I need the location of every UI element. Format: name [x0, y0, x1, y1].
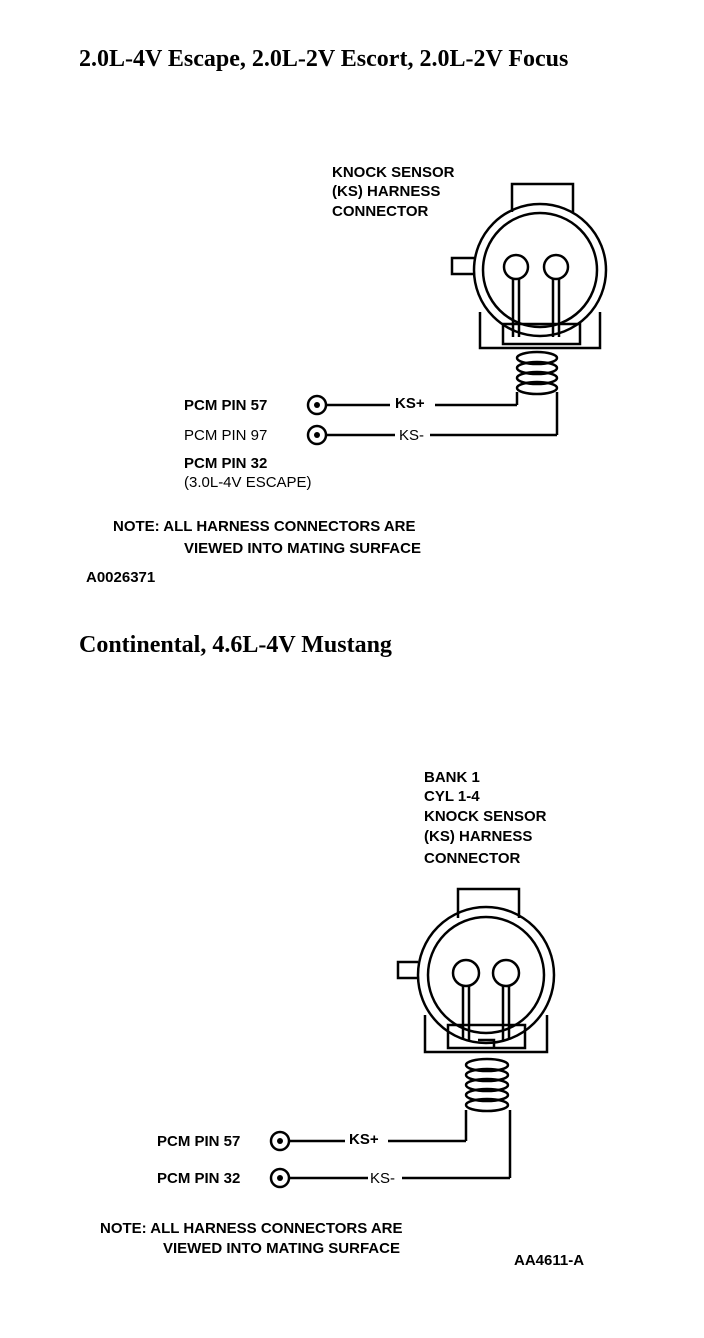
- section1-title: 2.0L-4V Escape, 2.0L-2V Escort, 2.0L-2V …: [79, 46, 569, 72]
- section2-note-line2: VIEWED INTO MATING SURFACE: [163, 1240, 400, 1257]
- section2-note-line1: NOTE: ALL HARNESS CONNECTORS ARE: [100, 1220, 403, 1237]
- section1-connector-label-line3: CONNECTOR: [332, 203, 429, 220]
- section1-ks-plus-label: KS+: [395, 395, 425, 412]
- section2-figure-id: AA4611-A: [514, 1252, 585, 1269]
- section1-figure-id: A0026371: [86, 569, 156, 586]
- section1-ks-minus-label: KS-: [399, 427, 425, 444]
- section1-alt-pin-label: PCM PIN 32: [184, 455, 268, 472]
- section1-connector-label-line2: (KS) HARNESS: [332, 183, 441, 200]
- section2-ks-minus-label: KS-: [370, 1170, 396, 1187]
- section2-title: Continental, 4.6L-4V Mustang: [79, 632, 392, 658]
- section2-ks-plus-label: KS+: [349, 1131, 379, 1148]
- section2-connector-label-line5: CONNECTOR: [424, 850, 521, 867]
- section1-alt-pin-note: (3.0L-4V ESCAPE): [184, 474, 312, 491]
- section1-note-line2: VIEWED INTO MATING SURFACE: [184, 540, 421, 557]
- section2-pin-32-label: PCM PIN 32: [157, 1170, 241, 1187]
- section1-note-line1: NOTE: ALL HARNESS CONNECTORS ARE: [113, 518, 416, 535]
- section1-pin-97-label: PCM PIN 97: [184, 427, 268, 444]
- section2-connector-label-line1: BANK 1: [424, 769, 480, 786]
- section2-connector-label-line4: (KS) HARNESS: [424, 828, 533, 845]
- section1-connector-label-line1: KNOCK SENSOR: [332, 164, 455, 181]
- section2-pin-57-label: PCM PIN 57: [157, 1133, 241, 1150]
- section1-pin-57-label: PCM PIN 57: [184, 397, 268, 414]
- section2-connector-label-line3: KNOCK SENSOR: [424, 808, 547, 825]
- section2-connector-label-line2: CYL 1-4: [424, 788, 480, 805]
